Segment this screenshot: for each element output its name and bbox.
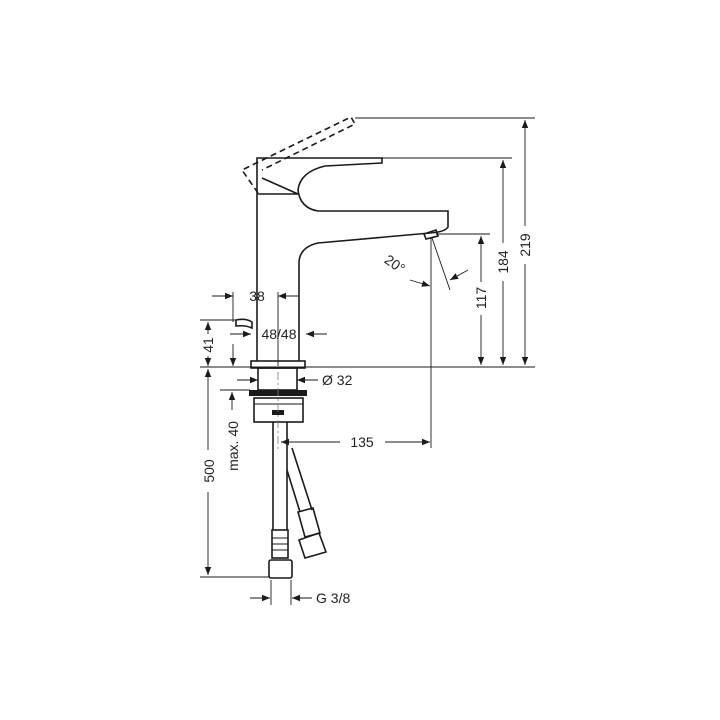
dim-117-label: 117: [473, 287, 489, 310]
dimension-38: 38: [212, 288, 298, 304]
dimension-41: 41: [200, 322, 237, 366]
thread-shank: [257, 367, 298, 391]
faucet-body: [235, 115, 449, 579]
dim-32-label: Ø 32: [322, 372, 353, 388]
dimension-117: 117: [473, 236, 489, 365]
dim-219-label: 219: [517, 233, 533, 257]
hose-angled-nut: [297, 531, 328, 559]
dim-500-label: 500: [201, 459, 217, 483]
hose-angled-fitting: [297, 507, 321, 538]
mounting-nut: [253, 397, 304, 423]
dim-g38-label: G 3/8: [316, 590, 350, 606]
dimension-184: 184: [495, 160, 511, 365]
lever-handle: [256, 157, 449, 361]
dimension-angle: 20°: [382, 251, 469, 287]
hose-straight: [272, 422, 288, 530]
dim-max40-label: max. 40: [225, 421, 241, 471]
dimension-g38: G 3/8: [250, 590, 350, 606]
dimension-48-48: 48/48: [230, 326, 327, 342]
dim-135-label: 135: [350, 434, 374, 450]
dim-184-label: 184: [495, 250, 511, 274]
lever-base: [258, 177, 299, 195]
nut-screw: [272, 410, 284, 415]
dim-41-label: 41: [200, 337, 216, 353]
hose-angled: [286, 447, 313, 513]
popup-rod: [235, 318, 253, 330]
extension-lines: [200, 117, 535, 605]
dimension-32: Ø 32: [237, 372, 353, 388]
dim-38-label: 38: [249, 288, 265, 304]
hose-nut: [268, 559, 293, 579]
dimension-135: 135: [281, 434, 430, 450]
dim-48-label: 48/48: [261, 326, 296, 342]
dimension-219: 219: [517, 120, 533, 365]
dim-angle-label: 20°: [382, 251, 409, 276]
dimension-500: 500: [201, 369, 217, 575]
aerator: [422, 228, 440, 240]
lever-open-outline: [240, 115, 357, 194]
dimension-max40: max. 40: [225, 392, 241, 471]
